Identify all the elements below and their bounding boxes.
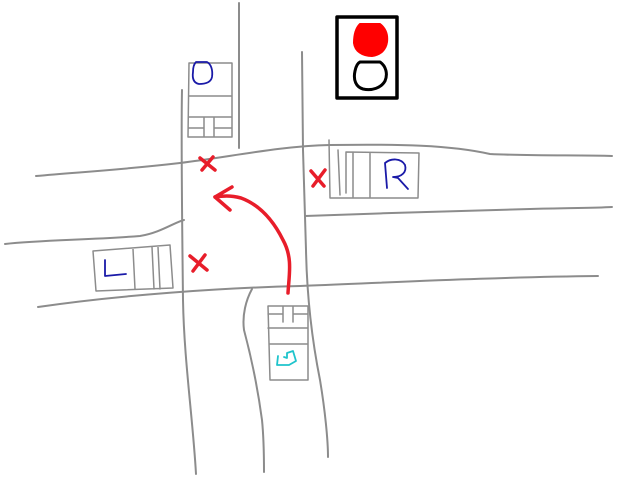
left-turn-path-line <box>213 194 292 295</box>
north-car-marker-icon <box>191 61 214 85</box>
east-car-body <box>328 139 420 199</box>
south-car-marker-icon <box>276 350 297 366</box>
west-car-marker-icon <box>104 259 127 277</box>
north-car <box>187 61 233 138</box>
road-edge-vertical-left <box>180 2 240 475</box>
conflict-north-x-icon <box>198 155 217 172</box>
conflict-west-x-icon <box>188 253 209 273</box>
road-edge-horizontal-mid-left <box>4 219 185 245</box>
south-car-body <box>267 305 309 381</box>
north-car-body <box>187 62 233 138</box>
east-car-marker-icon <box>384 158 409 190</box>
road-edge-south-approach <box>242 288 265 473</box>
south-car <box>267 305 309 381</box>
left-turn-arrowhead <box>213 185 234 212</box>
road-edge-vertical-right <box>301 51 329 458</box>
road-edge-horizontal-mid-right <box>304 206 613 217</box>
east-car <box>328 139 420 199</box>
conflict-markers <box>188 155 327 273</box>
traffic-light <box>335 15 399 100</box>
traffic-light-red-lamp-icon <box>353 23 389 57</box>
roads <box>4 2 613 475</box>
left-turn-path <box>213 185 292 295</box>
west-car-body <box>92 244 174 292</box>
traffic-light-green-lamp-icon <box>352 60 388 92</box>
conflict-east-x-icon <box>309 168 327 188</box>
road-edge-horizontal-top <box>35 143 613 177</box>
road-edge-horizontal-bottom <box>37 275 599 308</box>
west-car <box>92 244 174 292</box>
